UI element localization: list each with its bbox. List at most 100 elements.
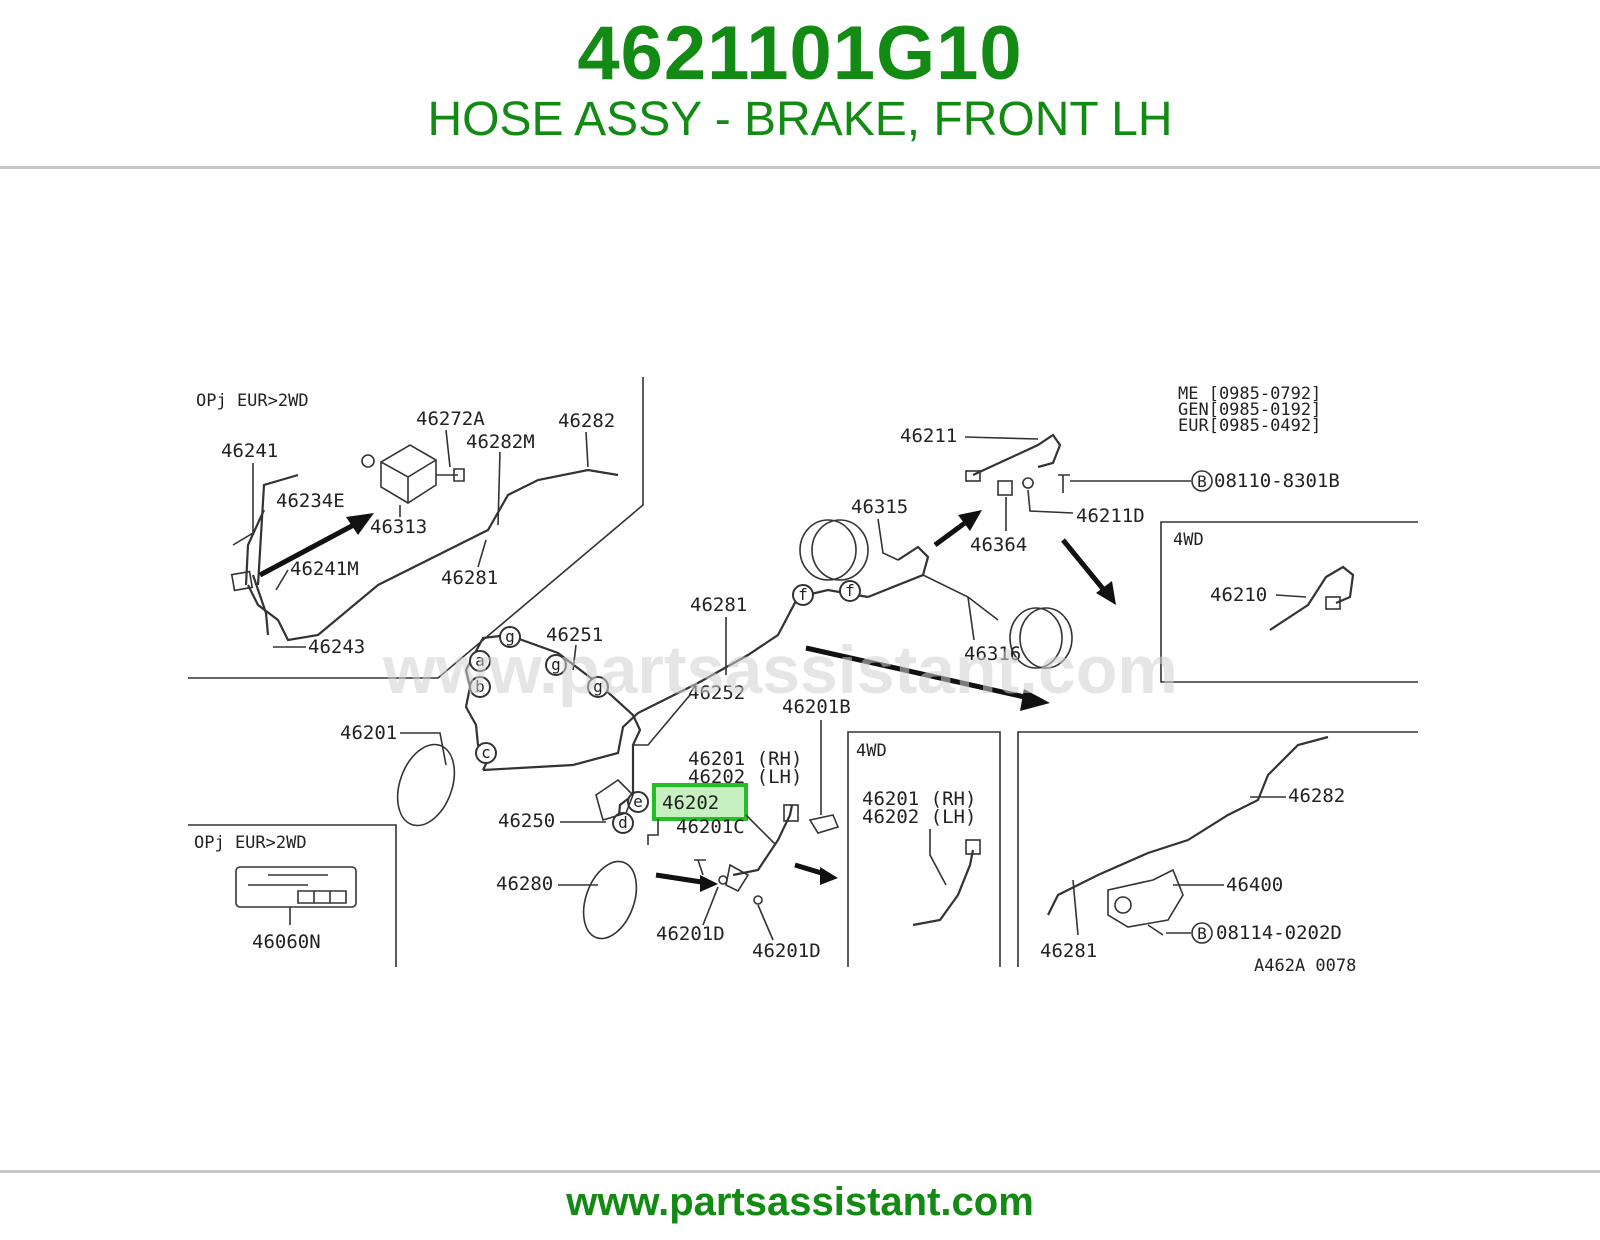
block-46313 — [380, 444, 437, 504]
label-46211: 46211 — [900, 425, 957, 447]
label-46272A: 46272A — [416, 408, 485, 430]
drum-46315 — [799, 519, 857, 581]
bolt-marker-top-letter: B — [1197, 472, 1207, 491]
label-46201D-a: 46201D — [656, 923, 725, 945]
marker-c — [475, 742, 497, 764]
drum-46316 — [1009, 607, 1063, 669]
bolt-08114 — [1147, 924, 1164, 936]
hose-46211 — [972, 433, 1062, 476]
rear-wheel-cylinder-pipe — [867, 545, 930, 599]
hose-4wd-fitting — [965, 839, 981, 855]
footer-divider — [0, 1170, 1600, 1173]
washer-46201D-b — [753, 895, 763, 905]
marker-g-3 — [587, 676, 609, 698]
bolt-46201C — [694, 859, 706, 876]
model-note-3: EUR[0985-0492] — [1178, 416, 1321, 436]
leader-46272A — [445, 429, 451, 468]
pipe-46282-right — [1047, 735, 1329, 916]
leader-46201D-b — [757, 904, 774, 941]
bolt-46272A — [436, 468, 465, 482]
hose-46210 — [1269, 565, 1355, 631]
label-46241: 46241 — [221, 440, 278, 462]
label-46364: 46364 — [970, 534, 1027, 556]
hose-46211-end — [965, 470, 981, 482]
leader-46202-down — [647, 819, 659, 845]
label-46282-right: 46282 — [1288, 785, 1345, 807]
abs-unit-port — [1114, 896, 1132, 914]
leader-46241 — [232, 463, 254, 546]
abs-unit-46400 — [1107, 868, 1184, 928]
inset-border-2wd-top — [188, 377, 644, 679]
label-08110-8301B: 08110-8301B — [1214, 470, 1340, 492]
inset-border-bottom-right — [1017, 731, 1418, 967]
inset-brake-line-2 — [251, 574, 270, 636]
brake-hose-46202 — [732, 804, 794, 877]
inset-border-4wd-mid — [847, 731, 1001, 967]
label-46281-inset: 46281 — [441, 567, 498, 589]
marker-d-letter: d — [618, 813, 628, 832]
model-note-2: GEN[0985-0192] — [1178, 400, 1321, 420]
inset-border-2wd-bottom — [188, 824, 397, 967]
leader-46282-top — [585, 431, 589, 468]
label-46202-lh-4wd: 46202 (LH) — [862, 806, 976, 828]
marker-a — [469, 650, 491, 672]
label-46243: 46243 — [308, 636, 365, 658]
drawing-code: A462A 0078 — [1254, 956, 1356, 976]
watermark: www.partsassistant.com — [382, 632, 1178, 708]
part-number-title: 4621101G10 — [577, 11, 1023, 96]
leader-46210 — [1275, 594, 1307, 598]
label-46201: 46201 — [340, 722, 397, 744]
leader-46202 — [745, 814, 777, 846]
bolt-marker-top — [1191, 470, 1213, 492]
label-plate-46060N-detail — [248, 874, 347, 904]
leader-46316 — [967, 596, 975, 641]
bolt-marker-bottom — [1191, 922, 1213, 944]
footer-website-link[interactable]: www.partsassistant.com — [566, 1180, 1034, 1224]
clip-46201B — [808, 814, 840, 834]
label-46282M: 46282M — [466, 431, 535, 453]
arrow-to-rear-head — [1020, 689, 1050, 711]
inset-connector — [230, 570, 254, 592]
marker-a-letter: a — [475, 651, 485, 670]
label-46313: 46313 — [370, 516, 427, 538]
inset-border-4wd-top — [1160, 521, 1418, 683]
label-46316: 46316 — [964, 643, 1021, 665]
label-46282-top: 46282 — [558, 410, 615, 432]
leader-46201D-a — [702, 886, 719, 926]
label-46241M: 46241M — [290, 558, 359, 580]
label-46202-lh: 46202 (LH) — [688, 766, 802, 788]
label-46202-highlighted[interactable]: 46202 — [662, 792, 719, 814]
label-46281-right: 46281 — [1040, 940, 1097, 962]
label-46281-main: 46281 — [690, 594, 747, 616]
marker-g-3-letter: g — [593, 677, 603, 696]
marker-e-letter: e — [633, 792, 643, 811]
highlighted-part-box[interactable] — [652, 783, 748, 821]
hose-46210-fitting — [1325, 596, 1341, 610]
arrow-small-1 — [655, 872, 709, 886]
leader-46252 — [633, 694, 691, 746]
arrow-down-right — [1061, 538, 1110, 597]
marker-f-1-letter: f — [798, 585, 808, 604]
leader-4wd-hose — [929, 829, 947, 886]
leader-46282M — [497, 451, 501, 526]
nut-46234E — [361, 454, 375, 468]
marker-g-2-letter: g — [551, 655, 561, 674]
label-46400: 46400 — [1226, 874, 1283, 896]
arrow-down-right-head — [1096, 581, 1116, 605]
brake-caliper — [595, 778, 634, 822]
leader-46201 — [400, 732, 447, 766]
parts-diagram-svg: OPj EUR>2WD 46241 46272A 46282M 46282 46… — [178, 335, 1418, 1015]
label-46201B: 46201B — [782, 696, 851, 718]
label-46315: 46315 — [851, 496, 908, 518]
arrow-small-1-head — [700, 875, 718, 892]
arrow-to-rear — [805, 645, 1039, 703]
label-46060N: 46060N — [252, 931, 321, 953]
leader-46211D — [1027, 489, 1074, 514]
label-46211D: 46211D — [1076, 505, 1145, 527]
marker-c-letter: c — [481, 743, 491, 762]
bolt-08110 — [1058, 474, 1070, 493]
marker-g-1-letter: g — [505, 627, 515, 646]
leader-46281-inset — [477, 539, 487, 568]
inset-label-4wd-mid: 4WD — [856, 741, 887, 761]
arrow-inset-1-head — [346, 513, 374, 535]
